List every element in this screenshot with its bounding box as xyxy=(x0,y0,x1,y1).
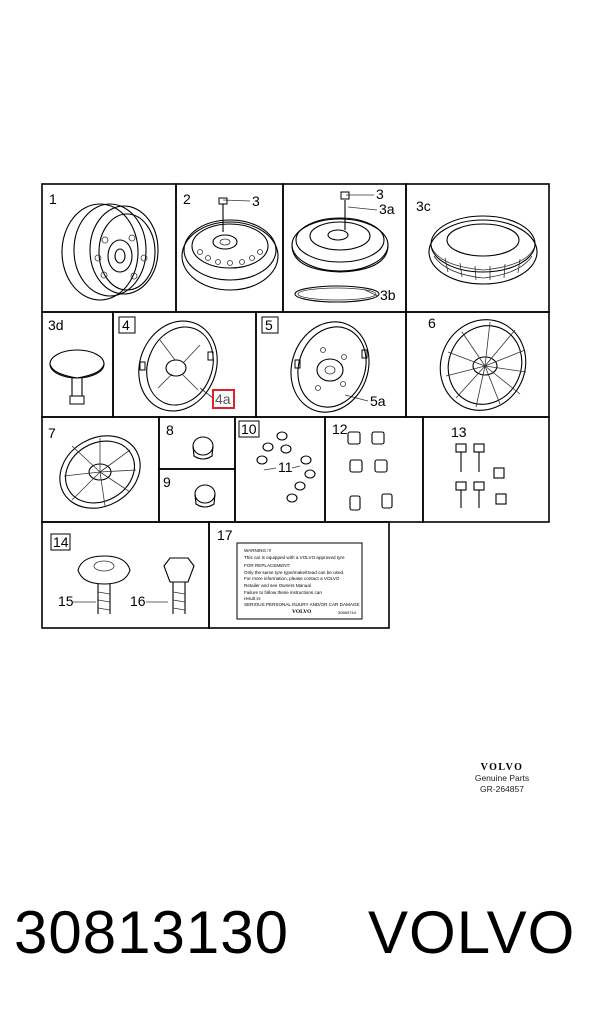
cap-set-illustration xyxy=(256,431,316,503)
wheel-front-illustration xyxy=(181,197,279,291)
volvo-logo: VOLVO xyxy=(480,762,524,773)
callout-14: 14 xyxy=(53,534,69,550)
warning-line-6: Retailer and see Owners Manual xyxy=(244,583,311,588)
warning-line-3: FOR REPLACEMENT: xyxy=(244,563,290,568)
footer-brand: VOLVO xyxy=(368,899,576,966)
callout-12: 12 xyxy=(332,421,348,437)
callout-2: 2 xyxy=(183,191,191,207)
lock-bolts-illustration xyxy=(455,443,507,508)
hex-bolt-illustration xyxy=(163,557,195,614)
callout-3a: 3a xyxy=(379,201,395,217)
callout-6: 6 xyxy=(428,315,436,331)
leader-lines xyxy=(72,194,379,603)
warning-label: WARNING !!! This car is equipped with a … xyxy=(236,542,363,620)
hubcap-4-illustration xyxy=(138,320,218,412)
hubcap-6-illustration xyxy=(439,319,527,411)
callout-5: 5 xyxy=(265,317,273,333)
warning-line-9: SERIOUS PERSONAL INJURY AND/OR CAR DAMAG… xyxy=(244,602,360,607)
callout-3c: 3c xyxy=(416,198,431,214)
callout-9: 9 xyxy=(163,474,171,490)
callout-8: 8 xyxy=(166,422,174,438)
center-cap-illustration xyxy=(49,349,105,405)
bolt-cap-9-illustration xyxy=(194,484,216,508)
warning-line-1: WARNING !!! xyxy=(244,548,271,553)
boxed-callouts: 4 5 10 14 4a xyxy=(50,316,279,551)
warning-line-2: This car is equipped with a VOLVO approv… xyxy=(244,555,345,560)
diagram-reference: GR-264857 xyxy=(480,784,524,794)
parts-diagram: 1 2 3 3 3a 3b 3c 3d 5a 6 7 8 9 11 12 13 … xyxy=(41,183,550,629)
steel-wheel-illustration xyxy=(61,203,159,301)
footer-bar xyxy=(0,850,600,1018)
tyre-illustration xyxy=(428,215,538,285)
hubcap-5-illustration xyxy=(290,321,370,413)
callout-4: 4 xyxy=(122,317,130,333)
genuine-parts-text: Genuine Parts xyxy=(474,773,530,783)
callout-17: 17 xyxy=(217,527,233,543)
grid-frame xyxy=(41,183,550,629)
callout-10: 10 xyxy=(241,421,257,437)
callout-labels: 1 2 3 3 3a 3b 3c 3d 5a 6 7 8 9 11 12 13 … xyxy=(48,186,467,609)
callout-11: 11 xyxy=(278,459,293,475)
wheel-bolt-tool-illustration xyxy=(77,555,131,614)
hubcap-7-illustration xyxy=(59,435,141,509)
bolt-cap-8-illustration xyxy=(192,436,214,460)
callout-3-cell3: 3 xyxy=(376,186,384,202)
callout-3d: 3d xyxy=(48,317,64,333)
callout-4a: 4a xyxy=(215,391,231,407)
warning-line-7: Failure to follow these instructions can xyxy=(244,590,322,595)
callout-1: 1 xyxy=(49,191,57,207)
warning-line-8: result in: xyxy=(244,596,261,601)
warning-line-5: For more information, please contact a V… xyxy=(244,576,340,581)
lock-nuts-illustration xyxy=(347,431,393,511)
wheel-with-ring-illustration xyxy=(291,191,389,303)
callout-5a: 5a xyxy=(370,393,386,409)
callout-15: 15 xyxy=(58,593,74,609)
callout-13: 13 xyxy=(451,424,467,440)
warning-brand: VOLVO xyxy=(292,609,312,615)
callout-7: 7 xyxy=(48,425,56,441)
callout-3b: 3b xyxy=(380,287,396,303)
part-number: 30813130 xyxy=(14,899,289,966)
warning-code: 30669744 xyxy=(338,610,357,615)
callout-16: 16 xyxy=(130,593,146,609)
warning-line-4: Only the same tyre type/make/tread can b… xyxy=(244,570,344,575)
brand-block: VOLVO Genuine Parts GR-264857 xyxy=(452,762,552,795)
callout-3-cell2: 3 xyxy=(252,193,260,209)
highlight-box-4a xyxy=(212,389,235,409)
